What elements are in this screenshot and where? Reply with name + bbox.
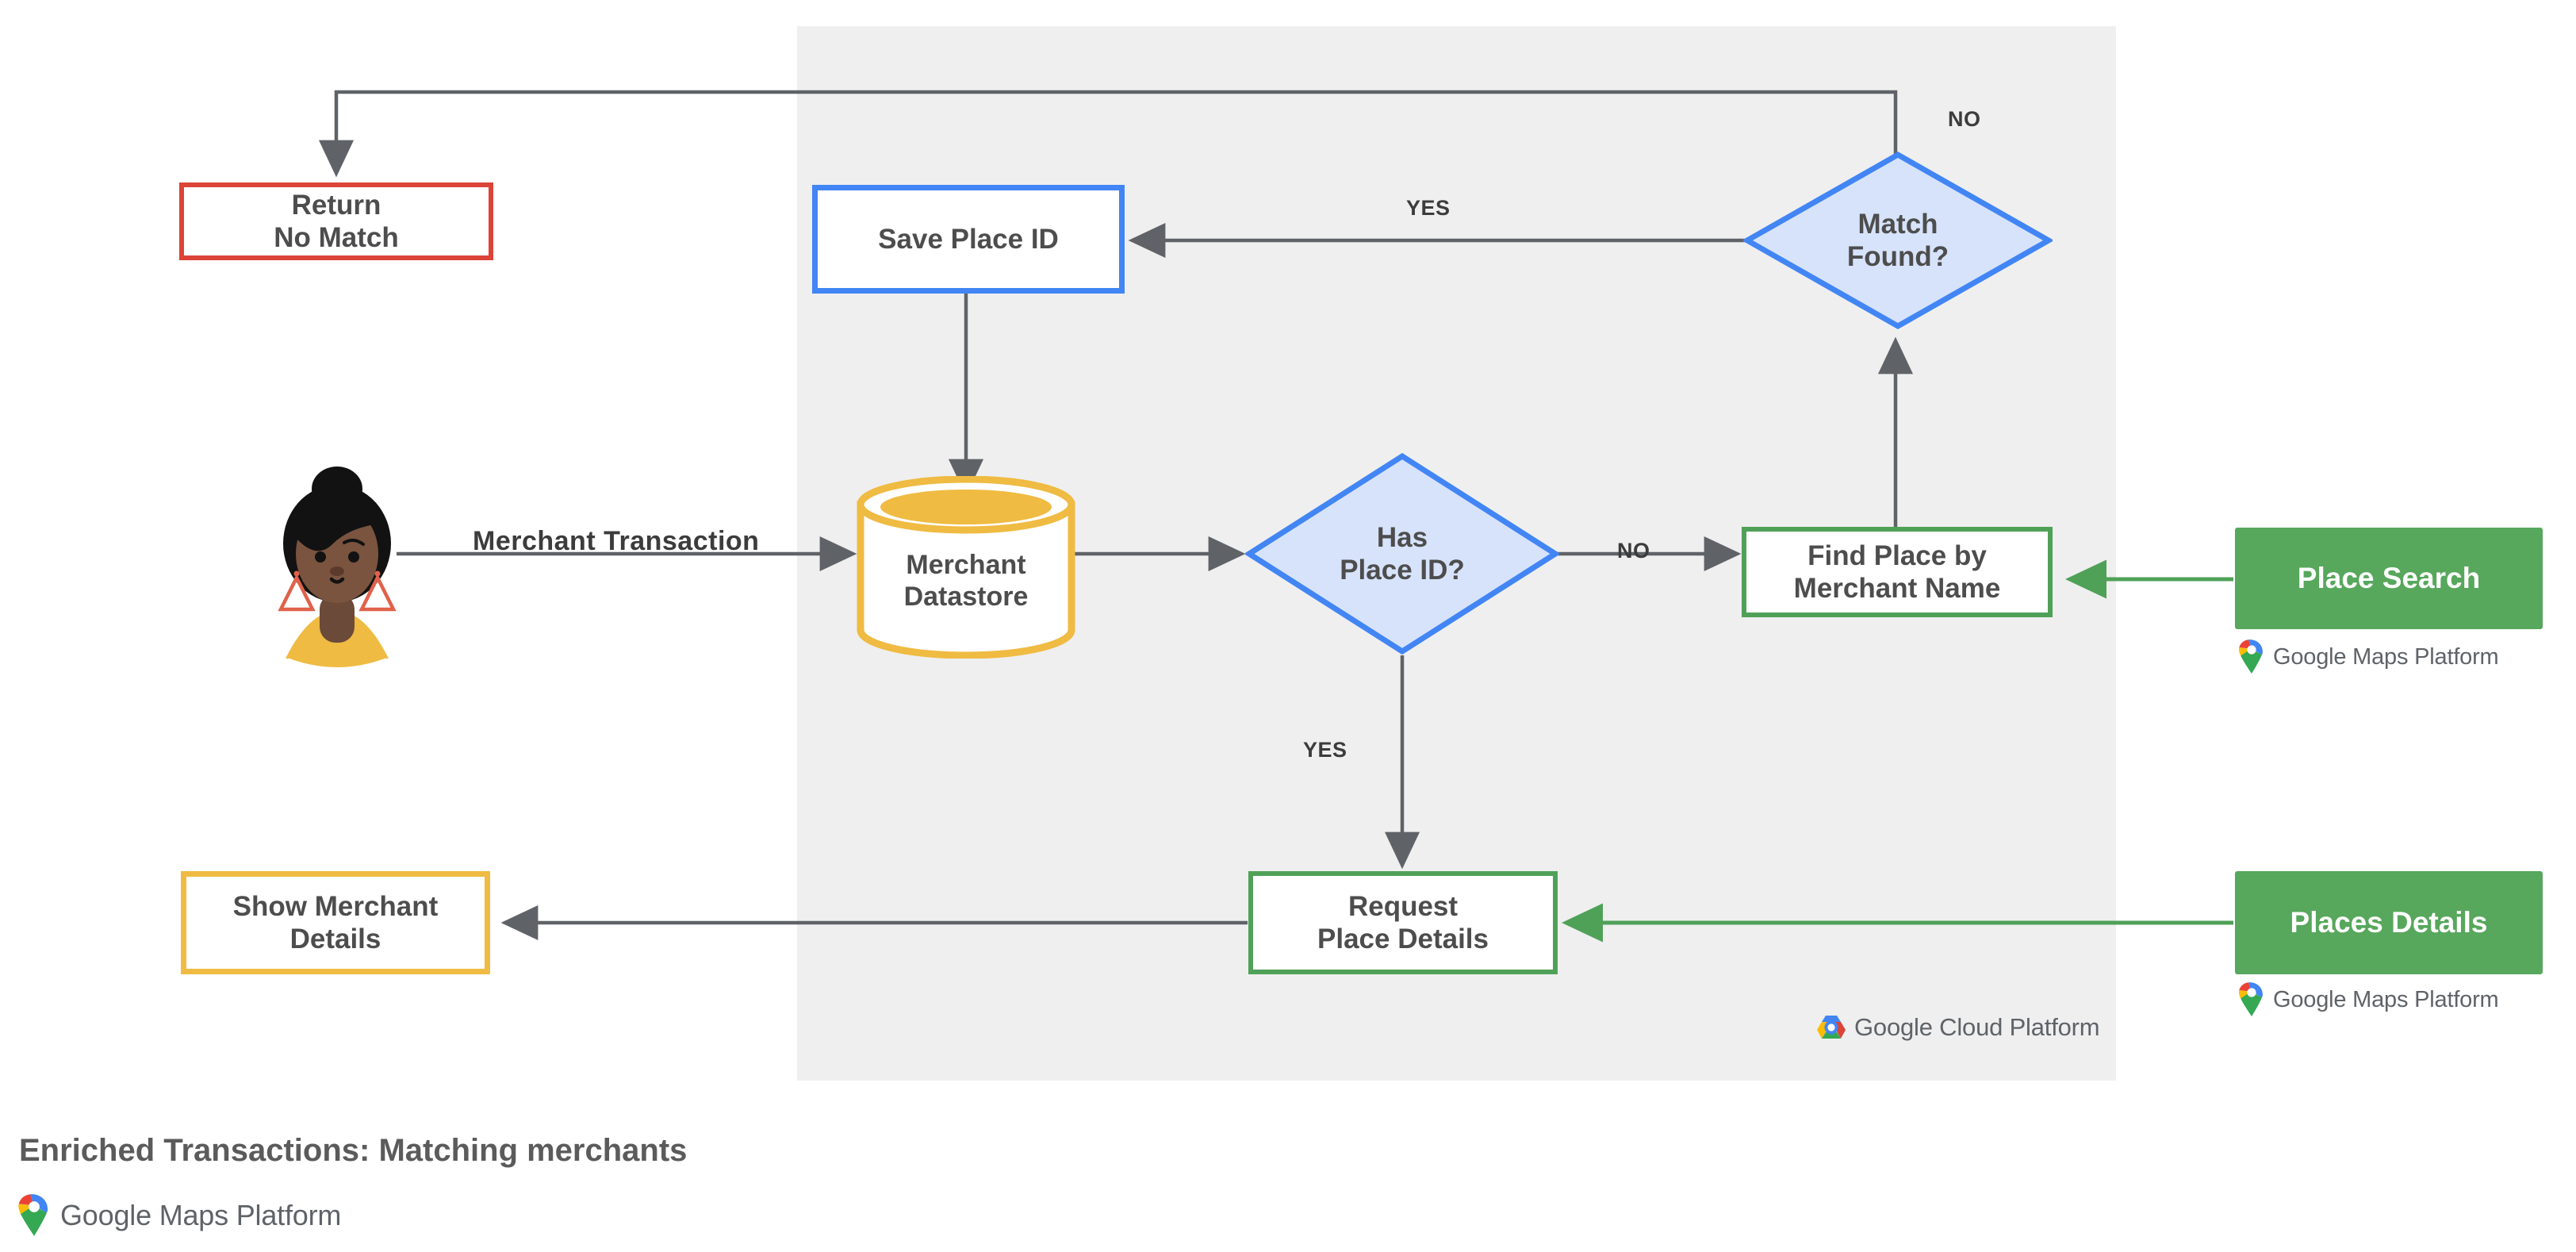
node-show-merchant-details[interactable]: Show Merchant Details [181, 871, 490, 974]
edge-label-match-found-no: NO [1948, 107, 1981, 131]
node-label-line: Show Merchant [232, 890, 439, 922]
node-match-found[interactable]: Match Found? [1743, 151, 2053, 330]
node-find-place-by-merchant-name[interactable]: Find Place by Merchant Name [1742, 527, 2053, 617]
avatar-illustration [278, 467, 397, 667]
node-save-place-id[interactable]: Save Place ID [812, 185, 1125, 294]
edge-label-has-place-id-no: NO [1617, 539, 1650, 563]
node-request-place-details[interactable]: Request Place Details [1248, 871, 1558, 974]
node-label-line: No Match [274, 222, 399, 253]
diagram-caption: Enriched Transactions: Matching merchant… [19, 1133, 688, 1168]
node-label-line: Datastore [903, 582, 1029, 612]
google-maps-pin-icon [2239, 639, 2263, 674]
brand-gmp-place-search: Google Maps Platform [2238, 639, 2499, 674]
brand-gmp-places-details: Google Maps Platform [2238, 982, 2499, 1017]
node-return-no-match[interactable]: Return No Match [179, 182, 493, 260]
node-label-line: Has [1376, 521, 1428, 553]
node-label-line: Find Place by [1807, 540, 1987, 571]
node-label-line: Place Details [1317, 924, 1489, 954]
node-label-line: Places Details [2290, 906, 2488, 939]
brand-text: Google Maps Platform [60, 1199, 342, 1231]
brand-text: Google Cloud Platform [1854, 1013, 2100, 1041]
node-label-line: Request [1347, 890, 1459, 922]
node-label-line: Details [289, 924, 381, 954]
edge-label-merchant-transaction: Merchant Transaction [473, 526, 760, 556]
node-place-search[interactable]: Place Search [2235, 528, 2543, 629]
node-label-line: Place Search [2297, 562, 2481, 595]
node-label-line: Merchant [906, 549, 1026, 580]
brand-gcp-panel: Google Cloud Platform [1816, 1013, 2100, 1042]
google-maps-pin-icon [2239, 982, 2263, 1016]
brand-text: Google Maps Platform [2273, 643, 2499, 670]
diamond-shape [1245, 452, 1559, 655]
diamond-shape [1743, 151, 2053, 330]
edge-label-match-found-yes: YES [1406, 196, 1451, 220]
node-has-place-id[interactable]: Has Place ID? [1245, 452, 1559, 655]
brand-text: Google Maps Platform [2273, 986, 2499, 1012]
edge-label-has-place-id-yes: YES [1303, 738, 1347, 762]
google-cloud-hexagon-icon [1817, 1016, 1846, 1039]
node-label-line: Match [1857, 208, 1938, 240]
node-label-line: Merchant Name [1793, 573, 2001, 604]
node-merchant-datastore[interactable]: Merchant Datastore [855, 476, 1077, 659]
node-label-line: Found? [1846, 241, 1949, 272]
google-maps-pin-icon [18, 1194, 48, 1236]
node-places-details[interactable]: Places Details [2235, 871, 2543, 974]
brand-gmp-footer: Google Maps Platform [17, 1194, 341, 1237]
customer-avatar [262, 460, 412, 670]
node-label-line: Save Place ID [878, 223, 1059, 255]
cylinder-shape [857, 476, 1075, 659]
node-label-line: Place ID? [1340, 555, 1465, 586]
node-label-line: Return [291, 189, 381, 221]
